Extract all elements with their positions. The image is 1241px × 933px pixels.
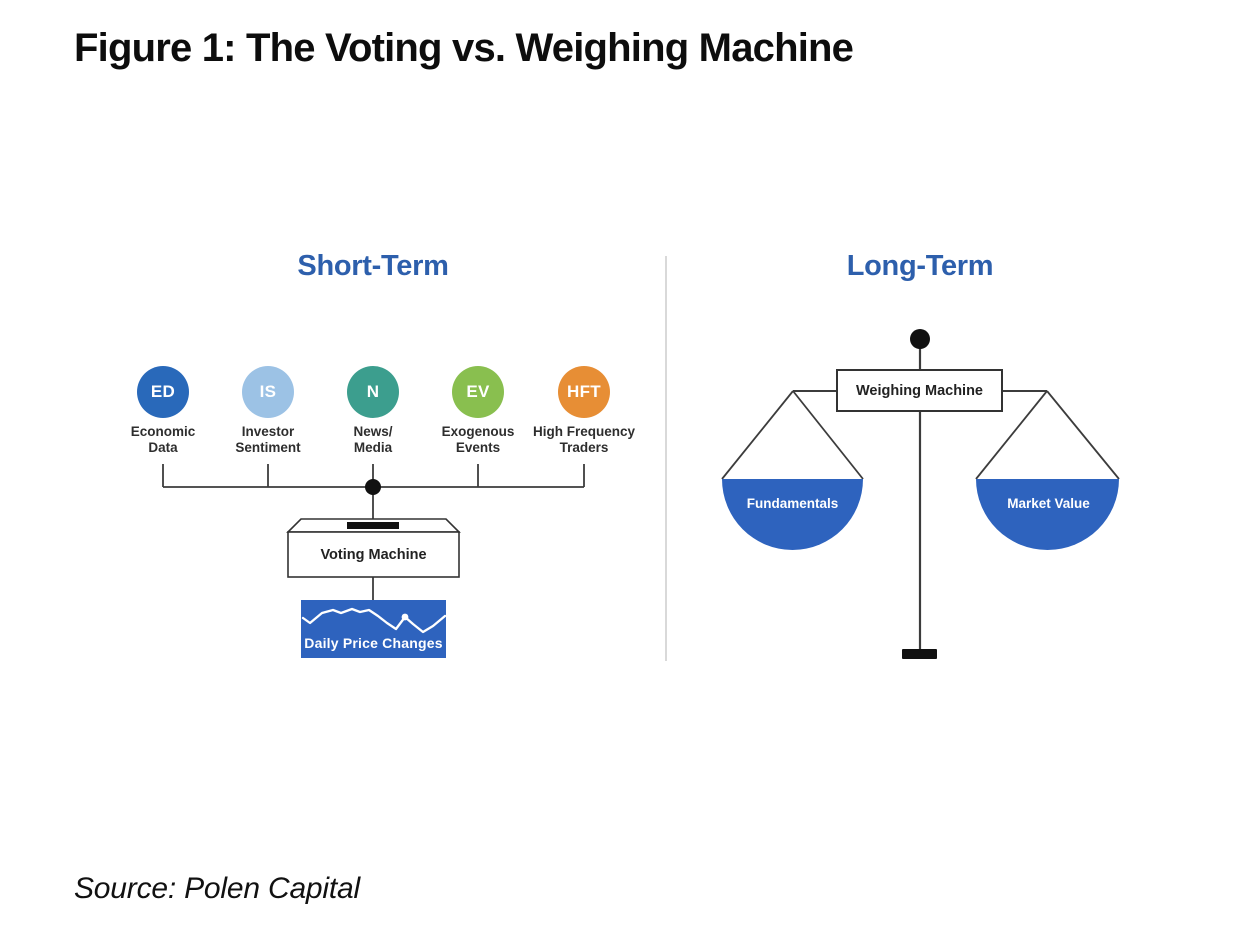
ballot-box-slot (347, 522, 399, 529)
factor-investor-sentiment: IS Investor Sentiment (208, 366, 328, 456)
short-term-heading: Short-Term (297, 250, 449, 282)
factor-exogenous-events: EV Exogenous Events (418, 366, 538, 456)
factor-label: Exogenous Events (441, 424, 515, 455)
voting-machine-label: Voting Machine (320, 546, 427, 563)
right-pan (976, 479, 1119, 550)
right-pan-string-outer (1046, 390, 1120, 480)
weighing-machine-label: Weighing Machine (855, 382, 984, 399)
ballot-box-front (287, 531, 460, 578)
news-media-icon: N (347, 366, 399, 418)
left-pan (722, 479, 863, 550)
weighing-machine-box (836, 369, 1003, 412)
factor-economic-data: ED Economic Data (103, 366, 223, 456)
price-sparkline (301, 607, 447, 634)
price-box-background (301, 600, 446, 658)
market-value-pan-label: Market Value (1007, 496, 1090, 511)
factor-high-frequency-traders: HFT High Frequency Traders (524, 366, 644, 456)
factor-news-media: N News/ Media (313, 366, 433, 456)
daily-price-changes-label: Daily Price Changes (304, 635, 443, 651)
factor-abbr: ED (150, 382, 176, 401)
source-attribution: Source: Polen Capital (74, 872, 360, 905)
left-pan-string-outer (721, 390, 794, 480)
left-pan-string-inner (792, 390, 864, 480)
factor-abbr: IS (259, 382, 277, 401)
economic-data-icon: ED (137, 366, 189, 418)
long-term-heading: Long-Term (846, 250, 994, 282)
factor-label: High Frequency Traders (532, 424, 635, 455)
junction-dot (365, 479, 381, 495)
exogenous-events-icon: EV (452, 366, 504, 418)
figure-title: Figure 1: The Voting vs. Weighing Machin… (74, 26, 854, 70)
factor-abbr: N (366, 382, 380, 401)
right-pan-string-inner (975, 390, 1048, 480)
balance-scale (721, 329, 1120, 659)
scale-base (902, 649, 937, 659)
scale-strings (721, 390, 1120, 480)
price-change-box (301, 600, 447, 658)
factor-label: Economic Data (130, 424, 196, 455)
ballot-box (286, 518, 461, 578)
factor-label: News/ Media (353, 424, 393, 455)
factor-abbr: EV (466, 382, 490, 401)
investor-sentiment-icon: IS (242, 366, 294, 418)
factor-label: Investor Sentiment (235, 424, 301, 455)
fundamentals-pan-label: Fundamentals (746, 496, 839, 511)
sparkline-point-dot (401, 613, 409, 621)
scale-pivot-dot (910, 329, 930, 349)
high-frequency-traders-icon: HFT (558, 366, 610, 418)
factor-abbr: HFT (567, 382, 601, 401)
